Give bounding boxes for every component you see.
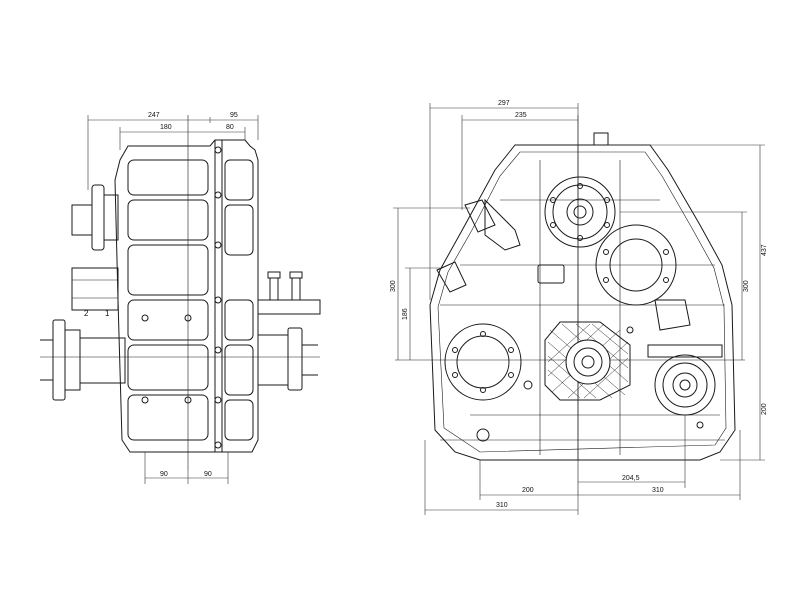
dim-186: 186 [402, 308, 409, 320]
dim-180: 180 [160, 124, 172, 131]
left-bore [444, 323, 522, 401]
side-output-flange-right [257, 327, 318, 391]
right-upper-bore [595, 224, 677, 306]
dim-297: 297 [498, 100, 510, 107]
top-bearing [544, 176, 616, 248]
side-pump-block [71, 267, 119, 311]
front-dimensions [393, 103, 765, 515]
side-bolts [141, 146, 222, 449]
side-input-flange [71, 184, 119, 251]
dim-200-right: 200 [761, 403, 768, 415]
breather-plug [593, 132, 609, 146]
front-ribs [440, 145, 725, 460]
dim-235: 235 [515, 112, 527, 119]
shaft-label-2: 2 [84, 309, 89, 318]
side-ribs [127, 159, 254, 441]
dim-310-bottom: 310 [652, 487, 664, 494]
dim-95: 95 [230, 112, 238, 119]
side-view: 247 95 180 80 90 90 2 1 [40, 112, 321, 484]
dim-90-right: 90 [204, 471, 212, 478]
side-output-flange-left [40, 319, 126, 401]
right-lower-bearing [647, 344, 723, 416]
dim-200-bottom: 200 [522, 487, 534, 494]
shaft-label-1: 1 [105, 309, 110, 318]
front-view: 297 235 437 300 186 300 200 200 204,5 31… [390, 100, 768, 515]
front-housing-inner [437, 151, 727, 453]
side-housing-outline [114, 139, 259, 453]
center-clutch [544, 321, 631, 401]
dim-90-left: 90 [160, 471, 168, 478]
dim-300-right: 300 [743, 280, 750, 292]
front-small-features [476, 264, 704, 442]
side-dimensions [87, 115, 259, 484]
dim-80: 80 [226, 124, 234, 131]
side-lugs [436, 198, 691, 331]
dim-300-left: 300 [390, 280, 397, 292]
front-housing-outline [429, 144, 736, 461]
dim-247: 247 [148, 112, 160, 119]
dim-310-overall: 310 [496, 502, 508, 509]
side-hydraulic-fittings [257, 271, 321, 315]
dim-437: 437 [761, 244, 768, 256]
dim-204-5: 204,5 [622, 475, 640, 482]
